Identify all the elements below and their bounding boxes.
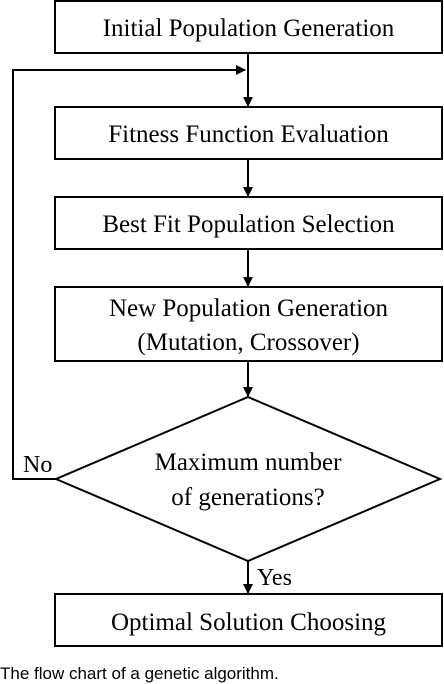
- max-generations-decision-diamond: [53, 395, 443, 563]
- best-fit-selection-label: Best Fit Population Selection: [102, 211, 395, 238]
- optimal-solution-label: Optimal Solution Choosing: [111, 609, 387, 636]
- no-loop-connector: [12, 65, 246, 480]
- initial-population-label: Initial Population Generation: [103, 15, 395, 42]
- fitness-evaluation-box: [54, 106, 443, 160]
- best-fit-selection-box: [54, 196, 443, 250]
- decision-label-line2: of generations?: [171, 484, 324, 511]
- decision-label-line1: Maximum number: [155, 449, 342, 476]
- initial-population-box: [54, 0, 443, 54]
- new-population-label-line2: (Mutation, Crossover): [137, 329, 359, 356]
- no-branch-label: No: [23, 452, 52, 478]
- genetic-algorithm-flowchart: Initial Population Generation Fitness Fu…: [12, 0, 443, 647]
- yes-branch-label: Yes: [257, 565, 292, 591]
- fitness-evaluation-label: Fitness Function Evaluation: [108, 121, 389, 148]
- new-population-label-line1: New Population Generation: [109, 295, 389, 322]
- figure-caption: The flow chart of a genetic algorithm.: [0, 664, 279, 683]
- optimal-solution-box: [54, 593, 443, 647]
